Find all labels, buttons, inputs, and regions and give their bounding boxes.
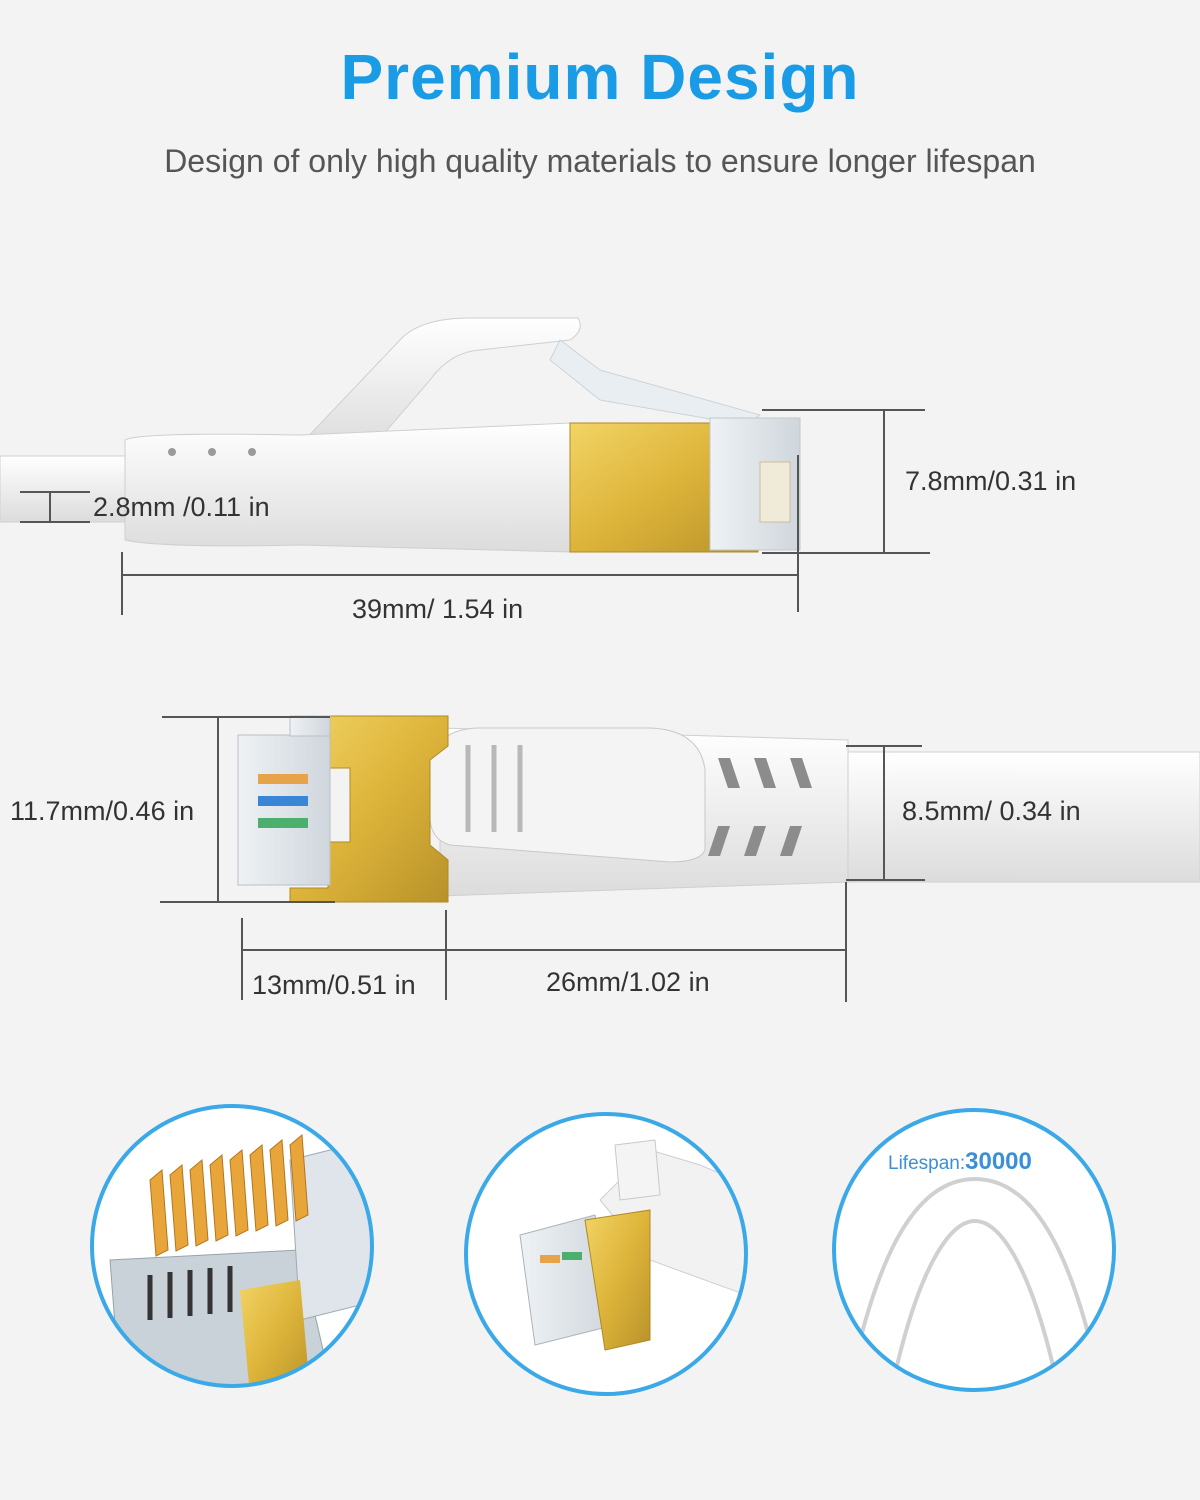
- page-subtitle: Design of only high quality materials to…: [164, 143, 1036, 179]
- top-height-dimension-label: 7.8mm/0.31 in: [905, 466, 1077, 496]
- lifespan-value: 30000: [965, 1148, 1032, 1175]
- bottom-boot-dimension-label: 26mm/1.02 in: [546, 967, 710, 997]
- gold-contacts-circle: [90, 1104, 374, 1388]
- cable-bend-circle: [832, 1108, 1116, 1392]
- lifespan-caption: Lifespan:30000: [888, 1148, 1032, 1176]
- page-title: Premium Design: [340, 41, 860, 113]
- top-cable-dimension-label: 2.8mm /0.11 in: [93, 492, 270, 522]
- top-connector: [0, 317, 801, 553]
- bottom-plug-dimension-label: 13mm/0.51 in: [252, 970, 416, 1000]
- connector-head-circle: [464, 1112, 748, 1396]
- top-length-dimension-label: 39mm/ 1.54 in: [352, 594, 524, 624]
- bottom-dimension-lines: [160, 716, 925, 1002]
- bottom-height-dimension-label: 11.7mm/0.46 in: [10, 796, 195, 826]
- bottom-connector: [237, 715, 1200, 903]
- lifespan-label: Lifespan:: [888, 1153, 966, 1174]
- bottom-cable-dimension-label: 8.5mm/ 0.34 in: [902, 796, 1081, 826]
- top-dimension-lines: [20, 409, 930, 615]
